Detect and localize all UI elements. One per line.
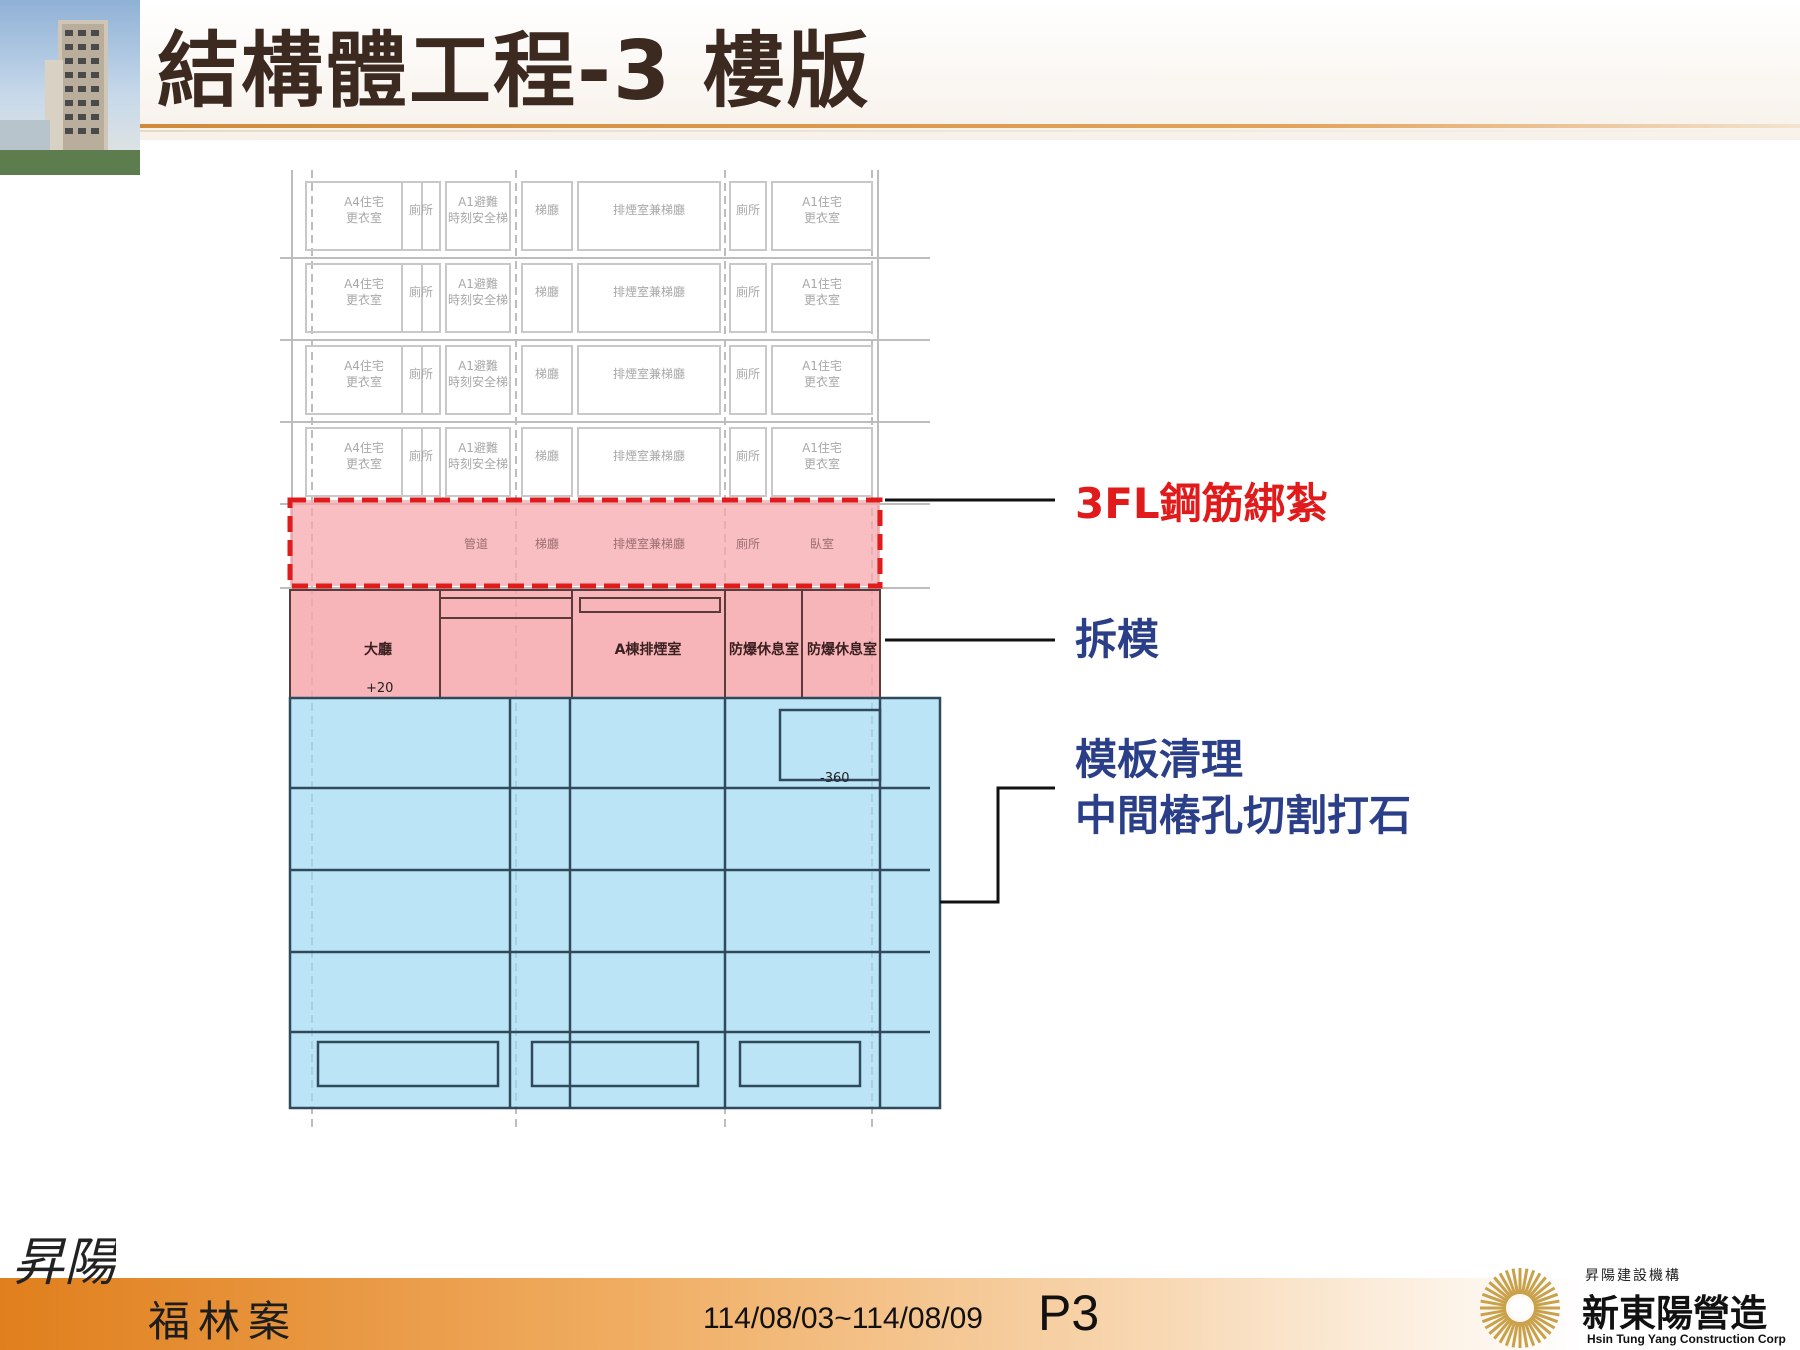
room-label: 排煙室兼梯廳 (613, 448, 685, 463)
company-english-name: Hsin Tung Yang Construction Corp (1587, 1332, 1786, 1346)
room-label: 梯廳 (535, 202, 559, 217)
callout-cleanup: 模板清理 中間樁孔切割打石 (1075, 732, 1411, 844)
room-label: 臥室 (810, 536, 834, 551)
room-label: 大廳 (364, 641, 392, 658)
room-label: A1住宅 (802, 358, 842, 373)
room-label: A1避難 (458, 194, 498, 209)
footer-page-number: P3 (1038, 1285, 1100, 1341)
room-label: 時刻安全梯 (448, 374, 508, 389)
room-label: 廁所 (736, 448, 760, 463)
room-label: A1避難 (458, 276, 498, 291)
room-label: A1住宅 (802, 440, 842, 455)
room-label: A4住宅 (344, 276, 384, 291)
level-labels: +20 -360 (366, 681, 850, 786)
room-label: 梯廳 (535, 366, 559, 381)
room-label: A4住宅 (344, 194, 384, 209)
room-label: 更衣室 (804, 374, 840, 389)
svg-text:昇陽: 昇陽 (12, 1233, 116, 1293)
room-label: A1避難 (458, 358, 498, 373)
room-label: 排煙室兼梯廳 (613, 366, 685, 381)
room-label: 更衣室 (346, 292, 382, 307)
room-label: 排煙室兼梯廳 (613, 536, 685, 551)
room-label: 時刻安全梯 (448, 210, 508, 225)
room-label: 廁所 (736, 536, 760, 551)
room-label: 廁所 (736, 202, 760, 217)
room-label: 更衣室 (346, 456, 382, 471)
room-label: 時刻安全梯 (448, 292, 508, 307)
company-tagline: 昇陽建設機構 (1585, 1268, 1681, 1284)
level-label: -360 (820, 771, 850, 786)
room-label: 更衣室 (804, 210, 840, 225)
company-name: 新東陽營造 (1582, 1291, 1767, 1335)
room-label: 更衣室 (346, 210, 382, 225)
room-label: A1住宅 (802, 194, 842, 209)
room-label: 梯廳 (535, 448, 559, 463)
2fl-formwork-zone (289, 589, 881, 699)
level-label: +20 (366, 681, 393, 696)
room-label: A4住宅 (344, 358, 384, 373)
room-label: 更衣室 (804, 292, 840, 307)
room-label: 梯廳 (535, 536, 559, 551)
room-label: 梯廳 (535, 284, 559, 299)
title-band (0, 0, 1800, 140)
title-divider (140, 124, 1800, 128)
room-label: 防爆休息室 (807, 641, 877, 658)
room-label: A1避難 (458, 440, 498, 455)
upper-floor-labels: A4住宅更衣室廁所A1避難時刻安全梯梯廳排煙室兼梯廳廁所A1住宅更衣室A4住宅更… (344, 194, 842, 471)
sunburst-logo-icon (1480, 1268, 1560, 1348)
3fl-highlight (287, 497, 883, 589)
room-label: 廁所 (736, 284, 760, 299)
callout-cleanup-line2: 中間樁孔切割打石 (1075, 791, 1412, 840)
room-label: 時刻安全梯 (448, 456, 508, 471)
2fl-floor-labels: 大廳 A棟排煙室 防爆休息室防爆休息室 (364, 641, 877, 658)
room-label: 更衣室 (346, 374, 382, 389)
room-label: 廁所 (409, 202, 433, 217)
structural-section-drawing: A4住宅更衣室廁所A1避難時刻安全梯梯廳排煙室兼梯廳廁所A1住宅更衣室A4住宅更… (280, 170, 942, 1130)
room-label: A1住宅 (802, 276, 842, 291)
room-label: 廁所 (736, 366, 760, 381)
room-label: 廁所 (409, 448, 433, 463)
callout-formwork-removal: 拆模 (1075, 615, 1160, 664)
room-label: 排煙室兼梯廳 (613, 284, 685, 299)
room-label: A棟排煙室 (615, 641, 682, 658)
footer-date-range: 114/08/03~114/08/09 (703, 1302, 983, 1335)
room-label: 廁所 (409, 366, 433, 381)
room-label: 更衣室 (804, 456, 840, 471)
callout-3fl-rebar: 3FL鋼筋綁紮 (1075, 479, 1328, 528)
calligraphy-logo: 昇陽 (12, 1233, 116, 1293)
footer-project-name: 福林案 (148, 1297, 299, 1346)
3fl-floor-labels: 管道 梯廳 排煙室兼梯廳 廁所 臥室 (464, 536, 834, 551)
room-label: 防爆休息室 (729, 641, 799, 658)
building-photo (0, 0, 140, 175)
room-label: 管道 (464, 536, 488, 551)
room-label: 排煙室兼梯廳 (613, 202, 685, 217)
basement-cleanup-zone (288, 696, 942, 1110)
title-divider-shadow (140, 130, 1800, 132)
callout-cleanup-line1: 模板清理 (1075, 735, 1244, 784)
page-title: 結構體工程-3 樓版 (157, 24, 871, 119)
room-label: 廁所 (409, 284, 433, 299)
room-label: A4住宅 (344, 440, 384, 455)
